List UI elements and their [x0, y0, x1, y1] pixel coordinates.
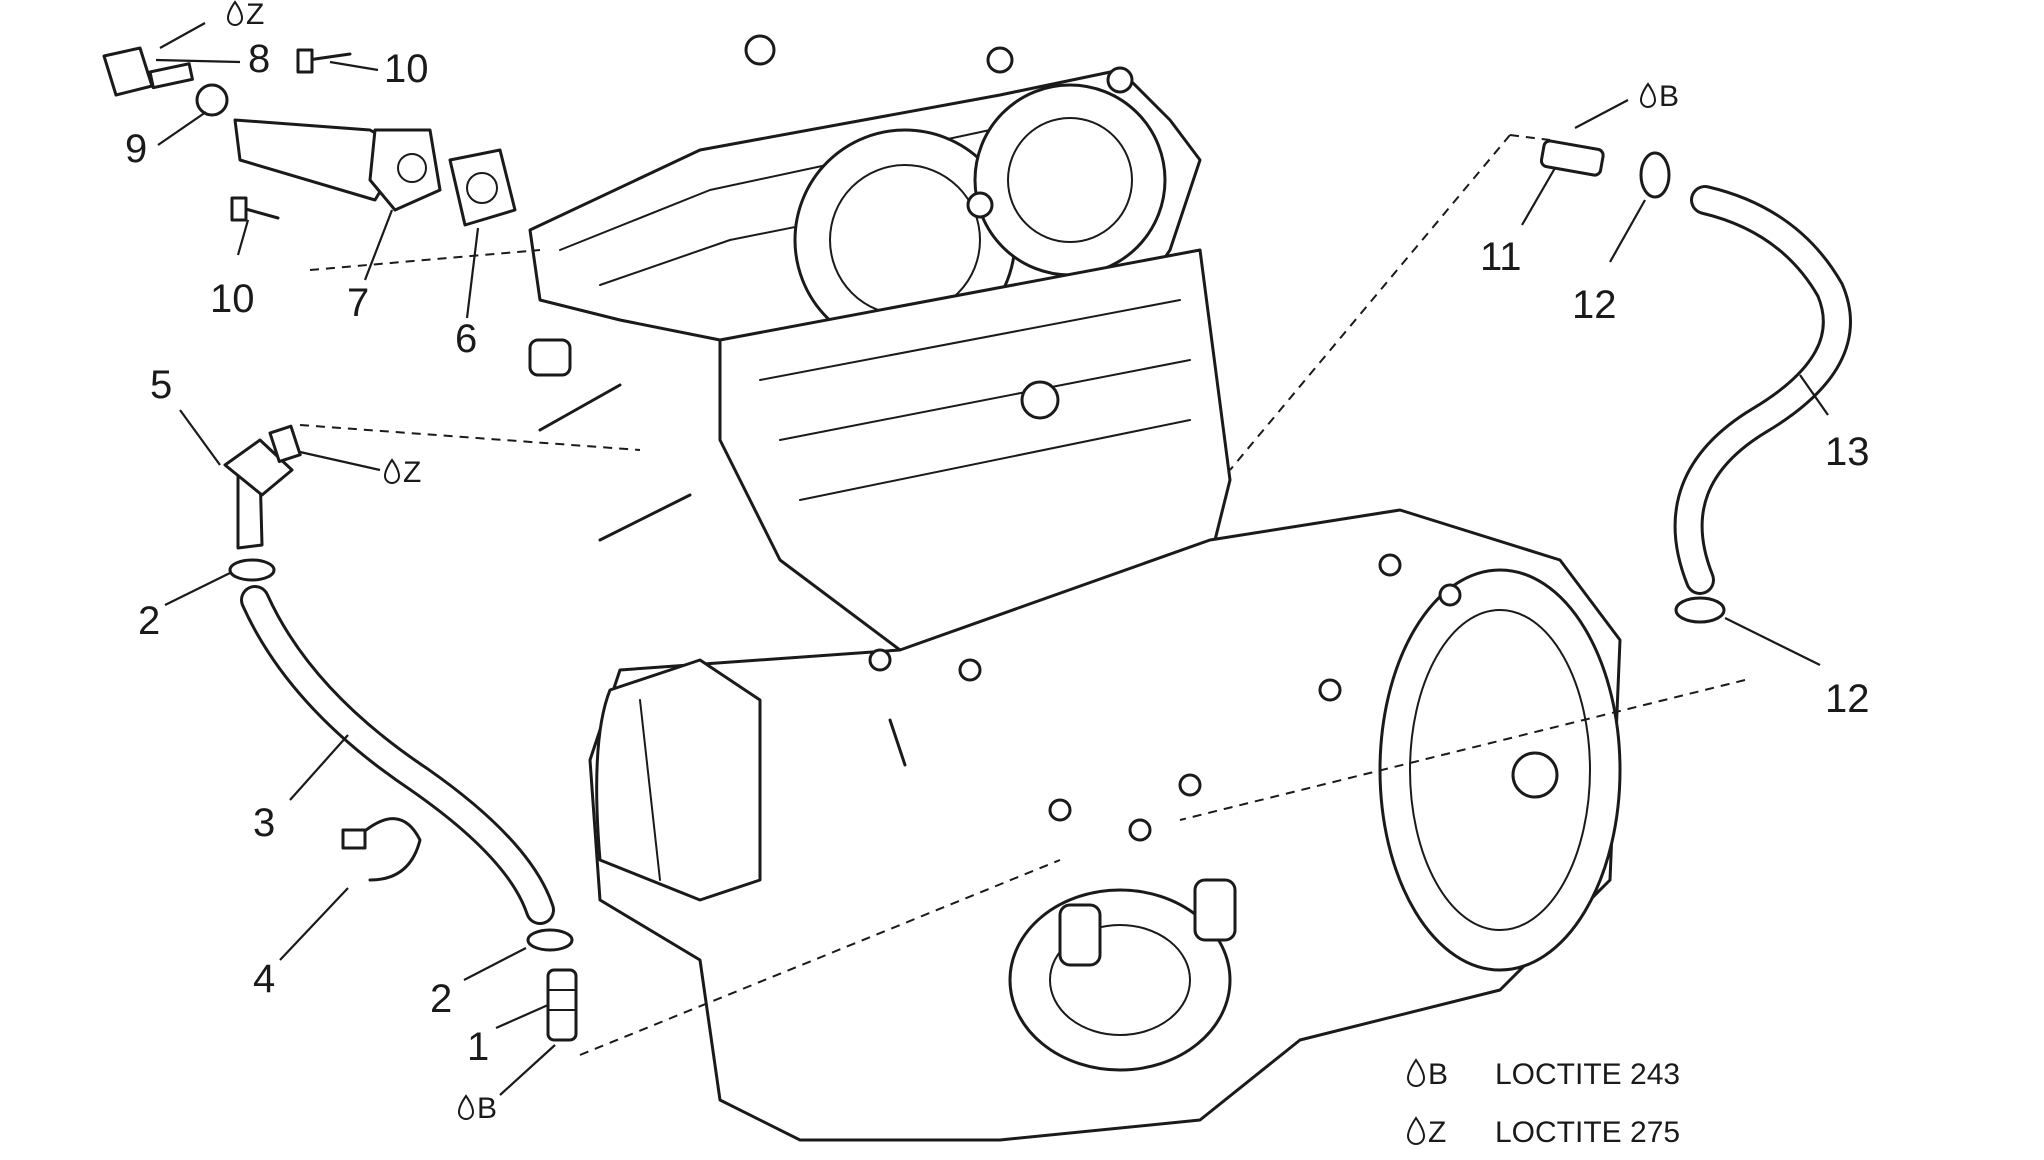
svg-text:B: B	[477, 1092, 497, 1125]
svg-text:LOCTITE 243: LOCTITE 243	[1495, 1058, 1680, 1091]
part-11-threaded-fitting	[1539, 139, 1605, 177]
part-number-labels: 8 9 10 10 7 6 5 2 3 4 2 1 11 12 13 12	[125, 37, 1870, 1069]
part-1-nipple-fitting	[546, 968, 578, 1042]
drop-icon	[226, 0, 244, 26]
parts-left	[102, 46, 578, 1042]
part-7-pipe-flange	[233, 118, 442, 212]
callout-1: 1	[467, 1025, 489, 1069]
drop-icon	[1639, 82, 1657, 108]
tag-b-right: B	[1639, 80, 1679, 113]
part-12-clamp-upper	[1639, 151, 1671, 199]
svg-text:B: B	[1659, 80, 1679, 113]
compound-tags: Z Z B B	[226, 0, 1679, 1125]
tag-b-bottom: B	[457, 1092, 497, 1125]
callout-2-lower: 2	[430, 977, 452, 1021]
svg-text:Z: Z	[1428, 1116, 1446, 1149]
leader-lines	[155, 22, 1829, 1096]
callout-4: 4	[253, 957, 275, 1001]
drop-icon	[1406, 1116, 1426, 1145]
part-10-screw-lower	[230, 196, 280, 222]
tag-z-mid: Z	[383, 456, 421, 489]
part-2-clamp-upper	[228, 558, 276, 582]
part-10-screw-upper	[296, 48, 352, 74]
assembly-guide-lines	[299, 134, 1746, 1056]
callout-2-upper: 2	[138, 599, 160, 643]
callout-5: 5	[150, 363, 172, 407]
callout-8: 8	[248, 37, 270, 81]
drop-icon	[383, 458, 401, 484]
engine-drawing	[528, 34, 1622, 1142]
callout-10-upper: 10	[384, 47, 429, 91]
part-8-temperature-sensor	[102, 46, 194, 97]
part-12-clamp-lower	[1674, 596, 1726, 624]
svg-text:Z: Z	[246, 0, 264, 31]
part-4-hose-clip	[341, 817, 422, 882]
part-9-washer	[195, 83, 229, 117]
drop-icon	[457, 1094, 475, 1120]
callout-12-lower: 12	[1825, 677, 1870, 721]
legend-row-z: Z LOCTITE 275	[1406, 1116, 1680, 1149]
part-2-clamp-lower	[526, 928, 574, 952]
callout-9: 9	[125, 127, 147, 171]
compound-legend: B LOCTITE 243 Z LOCTITE 275	[1406, 1058, 1680, 1149]
callout-13: 13	[1825, 430, 1870, 474]
svg-text:LOCTITE 275: LOCTITE 275	[1495, 1116, 1680, 1149]
svg-text:B: B	[1428, 1058, 1448, 1091]
callout-3: 3	[253, 801, 275, 845]
callout-6: 6	[455, 317, 477, 361]
part-5-elbow-fitting	[223, 424, 302, 550]
tag-z-top: Z	[226, 0, 264, 31]
part-13-hose	[1673, 185, 1852, 595]
callout-10-lower: 10	[210, 277, 255, 321]
callout-11: 11	[1480, 235, 1522, 279]
callout-12-upper: 12	[1572, 283, 1617, 327]
callout-7: 7	[347, 281, 369, 325]
svg-text:Z: Z	[403, 456, 421, 489]
legend-row-b: B LOCTITE 243	[1406, 1058, 1680, 1091]
drop-icon	[1406, 1058, 1426, 1087]
part-6-gasket	[448, 148, 517, 227]
parts-right	[1539, 139, 1852, 624]
part-3-hose	[240, 585, 555, 925]
